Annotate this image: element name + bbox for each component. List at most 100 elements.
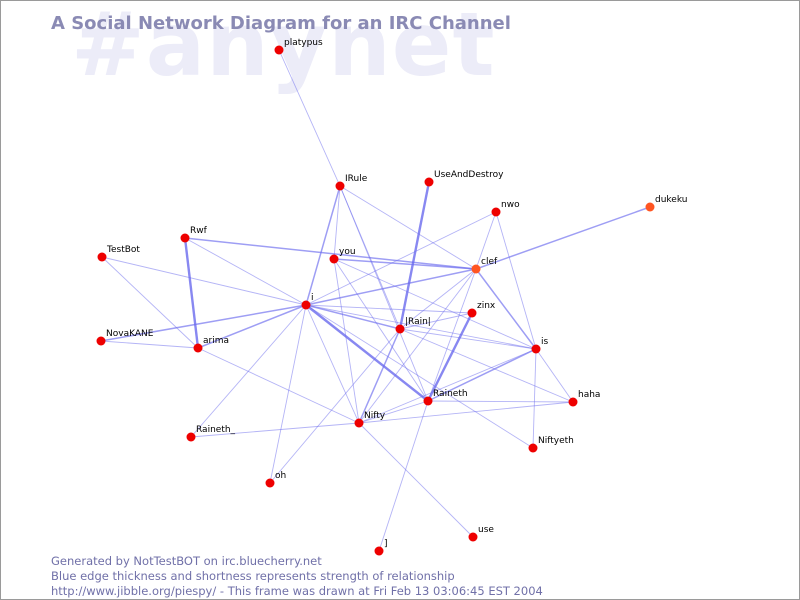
node-Rwf: Rwf	[180, 226, 208, 243]
footer-legend: Blue edge thickness and shortness repres…	[51, 569, 455, 583]
footer-timestamp: http://www.jibble.org/piespy/ - This fra…	[51, 584, 543, 598]
node-label: is	[541, 337, 549, 347]
node-dot	[274, 45, 284, 55]
node-Rain: |Rain|	[395, 317, 431, 334]
edge-you-is	[333, 258, 537, 350]
node-dot	[423, 396, 433, 406]
node-arima: arima	[193, 336, 229, 353]
node-dot	[96, 336, 106, 346]
node-label: use	[478, 525, 494, 535]
node-label: platypus	[284, 38, 323, 48]
edge-platypus-IRule	[278, 49, 341, 187]
edge-i-Raineth	[305, 304, 429, 402]
node-dot	[568, 397, 578, 407]
node-label: ]	[384, 539, 388, 549]
edge-Rain-haha	[399, 328, 574, 403]
node-dot	[97, 252, 107, 262]
edge-i-arima	[197, 304, 307, 349]
node-Raineth_: Raineth_	[186, 425, 236, 442]
node-dot	[424, 177, 434, 187]
node-oh: oh	[265, 471, 286, 488]
edge-you-Raineth	[333, 258, 429, 402]
node-dukeku: dukeku	[645, 195, 687, 212]
node-dot	[528, 443, 538, 453]
edge-nwo-clef	[475, 211, 497, 270]
footer: Generated by NotTestBOT on irc.bluecherr…	[51, 554, 543, 599]
node-label: IRule	[345, 174, 368, 184]
edge-nwo-i	[305, 211, 497, 306]
node-dot	[471, 264, 481, 274]
node-label: Rwf	[190, 226, 208, 236]
node-label: |Rain|	[405, 317, 431, 327]
edge-Nifty-haha	[358, 401, 574, 424]
edge-arima-Nifty	[197, 347, 360, 424]
node-dot	[186, 432, 196, 442]
edge-you-Nifty	[333, 258, 360, 424]
edge-clef-i	[305, 268, 477, 306]
edge-Raineth-bracket	[378, 400, 429, 552]
edge-is-haha	[535, 348, 574, 403]
node-label: arima	[203, 336, 229, 346]
node-zinx: zinx	[467, 301, 496, 318]
node-dot	[395, 324, 405, 334]
node-Nifty: Nifty	[354, 411, 386, 428]
node-dot	[491, 207, 501, 217]
edge-TestBot-arima	[101, 256, 199, 349]
node-dot	[354, 418, 364, 428]
edge-Nifty-use	[358, 422, 474, 538]
edge-Raineth-haha	[427, 400, 574, 403]
node-label: you	[339, 247, 356, 257]
edge-i-Rain	[305, 304, 401, 330]
edge-is-Nifty	[358, 348, 537, 424]
node-label: i	[311, 293, 314, 303]
edge-Rain-Nifty	[358, 328, 401, 424]
node-dot	[301, 300, 311, 310]
footer-generated-by: Generated by NotTestBOT on irc.bluecherr…	[51, 554, 322, 568]
node-label: Niftyeth	[538, 436, 574, 446]
node-dot	[265, 478, 275, 488]
node-Raineth: Raineth	[423, 389, 468, 406]
node-dot	[468, 532, 478, 542]
edge-you-clef	[333, 258, 477, 270]
node-label: zinx	[477, 301, 496, 311]
node-label: Nifty	[364, 411, 386, 421]
node-label: TestBot	[106, 245, 140, 255]
edge-is-Raineth	[427, 348, 537, 402]
node-label: clef	[481, 257, 498, 267]
node-label: haha	[578, 390, 600, 400]
edge-UseAndDestroy-Rain	[398, 181, 431, 330]
edge-NovaKANE-arima	[100, 340, 199, 349]
node-nwo: nwo	[491, 200, 520, 217]
node-dot	[374, 546, 384, 556]
node-haha: haha	[568, 390, 600, 407]
edge-clef-Raineth	[427, 268, 477, 402]
edge-nwo-is	[495, 211, 537, 350]
edge-i-Raineth_	[190, 304, 307, 438]
node-dot	[467, 308, 477, 318]
edge-i-Nifty	[305, 304, 360, 424]
edge-clef-Rain	[399, 268, 477, 330]
edge-Rwf-arima	[183, 237, 200, 349]
diagram-title: A Social Network Diagram for an IRC Chan…	[51, 13, 511, 34]
node-bracket: ]	[374, 539, 388, 556]
edge-IRule-you	[333, 185, 341, 260]
node-dot	[645, 202, 655, 212]
edge-clef-Nifty	[358, 268, 477, 424]
edge-Rain-oh	[269, 328, 401, 484]
edge-is-Niftyeth	[532, 348, 537, 449]
edge-Nifty-Raineth_	[190, 422, 360, 438]
edge-TestBot-i	[101, 256, 307, 306]
node-is: is	[531, 337, 549, 354]
node-label: oh	[275, 471, 286, 481]
edge-dukeku-clef	[475, 206, 651, 270]
edge-i-is	[305, 304, 537, 350]
edge-Rain-is	[399, 328, 537, 350]
node-label: UseAndDestroy	[434, 170, 504, 180]
node-you: you	[329, 247, 356, 264]
node-clef: clef	[471, 257, 498, 274]
edge-IRule-Raineth	[339, 185, 429, 402]
edge-layer	[100, 49, 651, 552]
node-dot	[335, 181, 345, 191]
node-IRule: IRule	[335, 174, 368, 191]
